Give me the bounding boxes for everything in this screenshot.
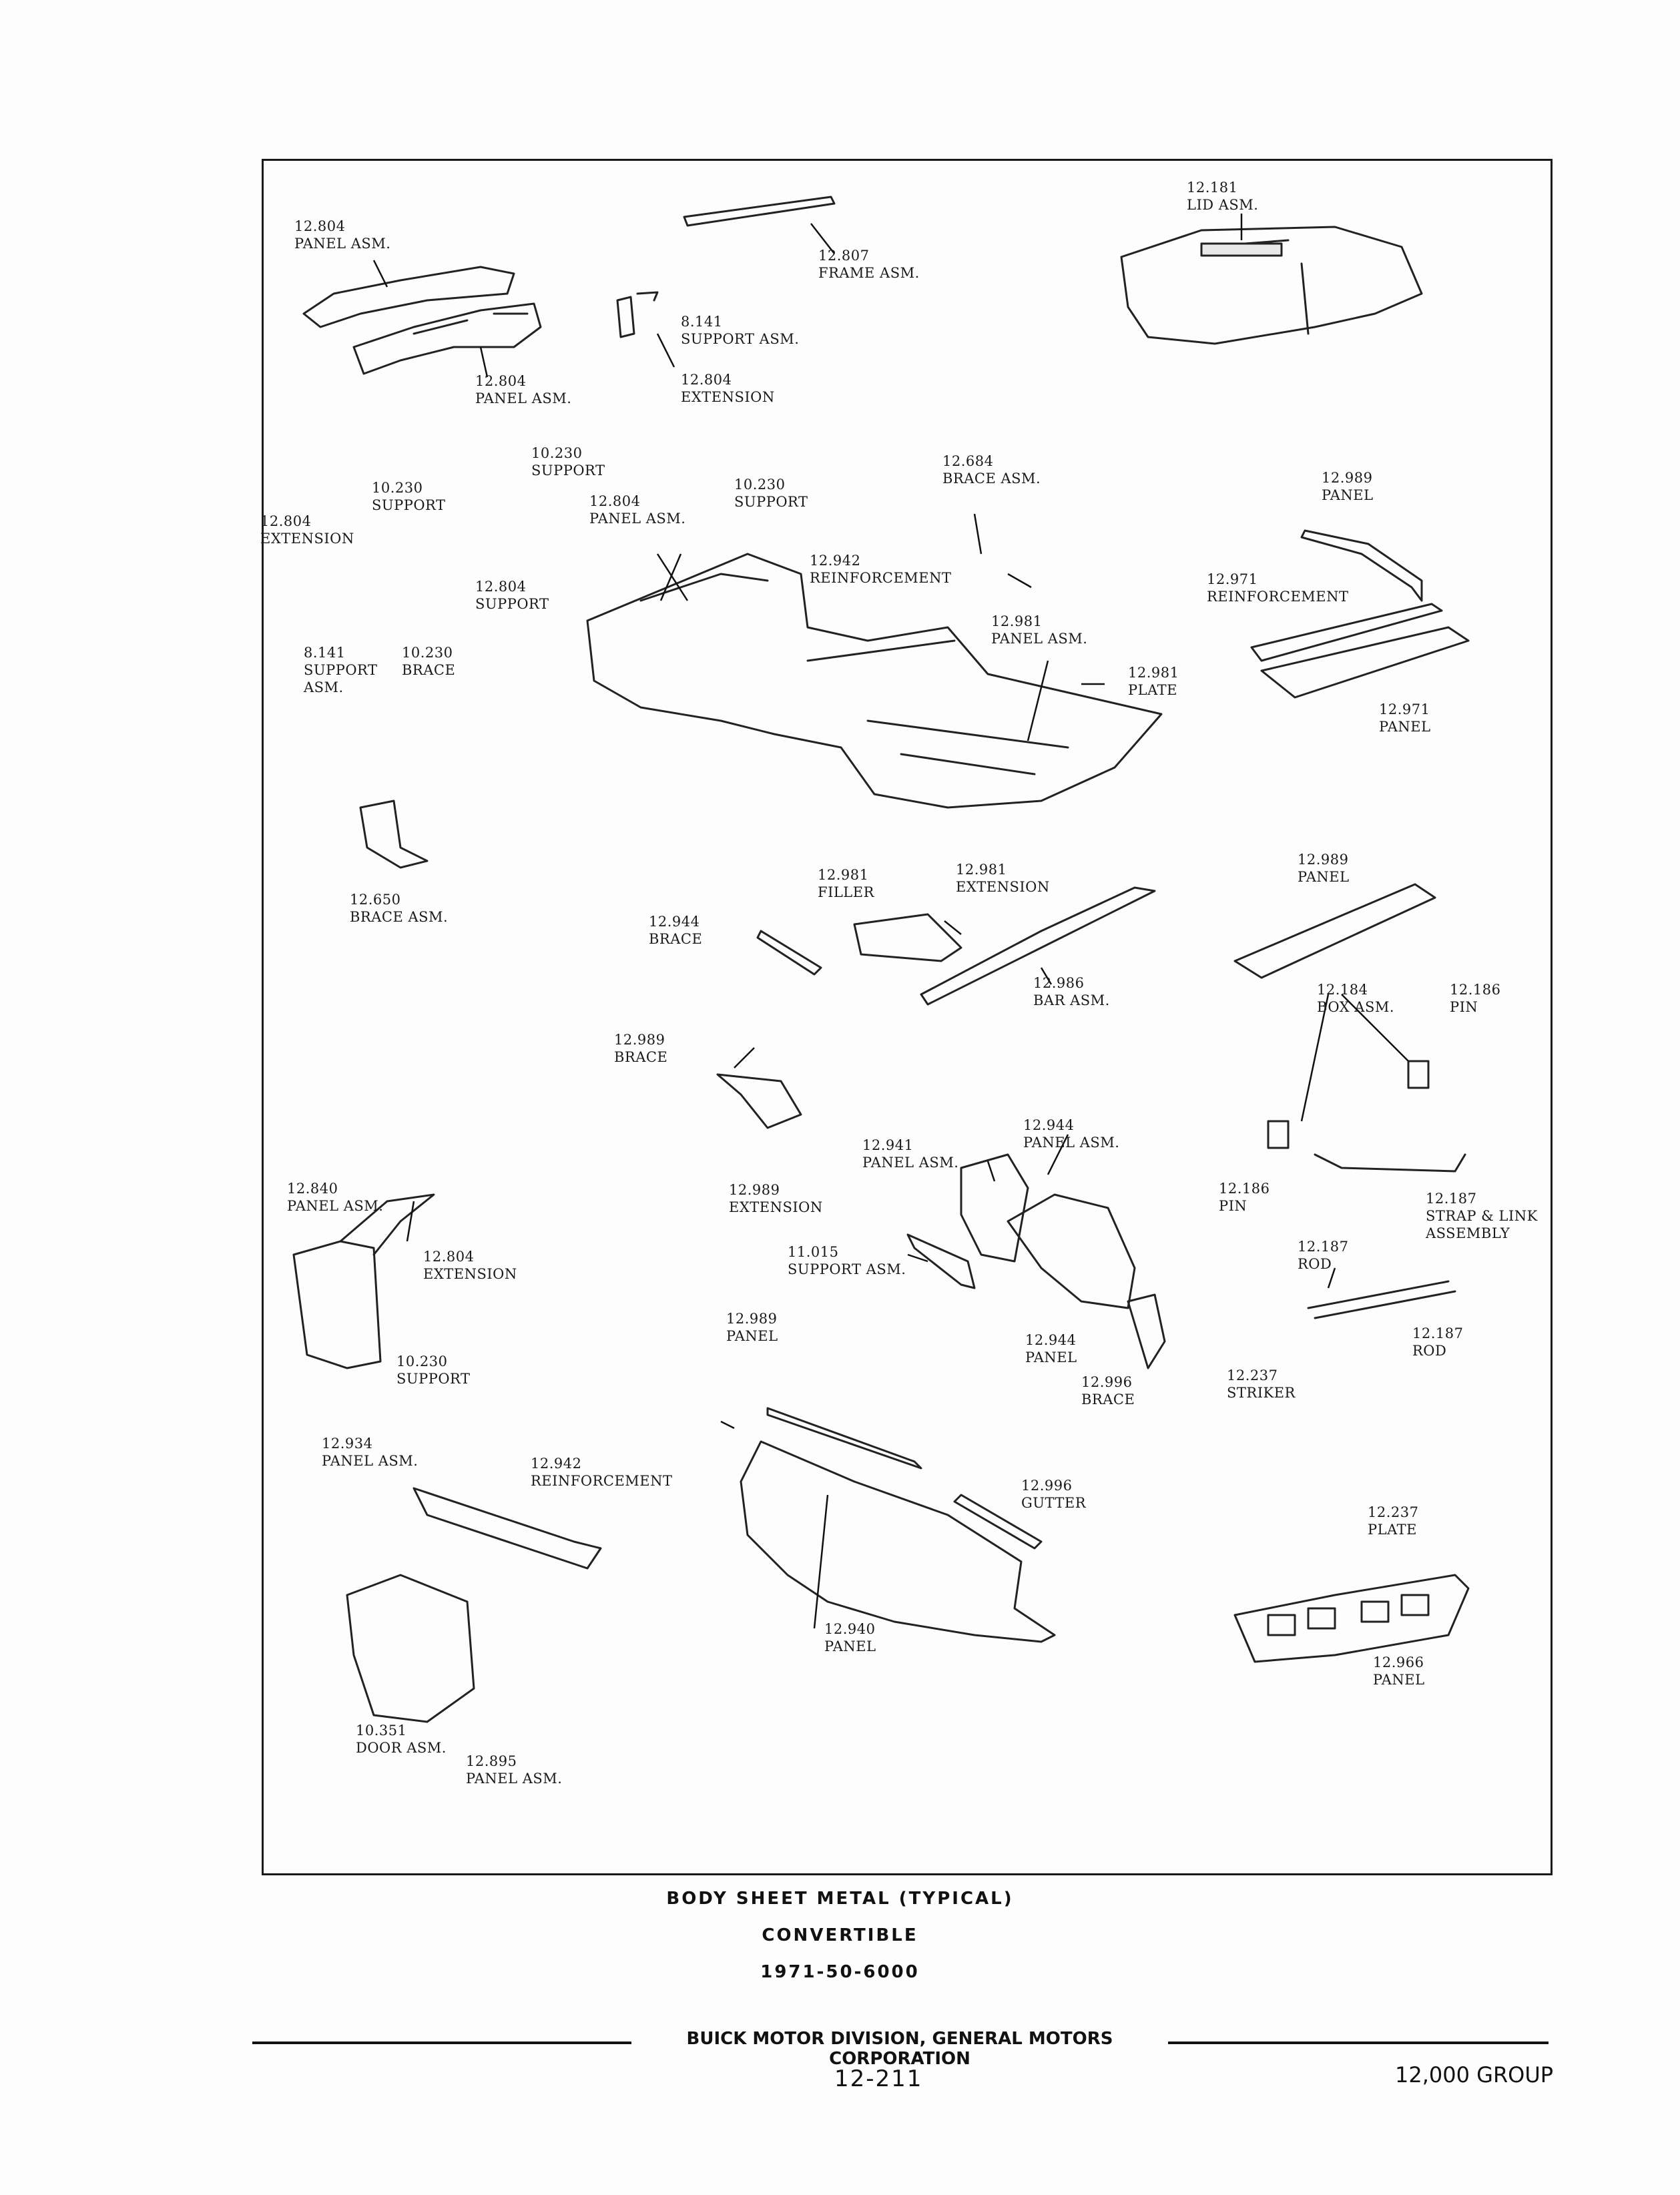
label-12966-panel: 12.966 PANEL <box>1373 1654 1425 1688</box>
part-right-panels <box>1233 529 1470 979</box>
part-rear-panel <box>1233 1574 1470 1663</box>
label-10230-support-b: 10.230 SUPPORT <box>372 480 446 513</box>
label-11015-support-asm: 11.015 SUPPORT ASM. <box>788 1244 906 1277</box>
label-12804-panel-asm-a: 12.804 PANEL ASM. <box>294 218 391 252</box>
part-quarter-panel <box>740 1407 1056 1643</box>
label-12986-bar-asm: 12.986 BAR ASM. <box>1033 975 1110 1008</box>
label-12684-brace-asm: 12.684 BRACE ASM. <box>942 453 1041 487</box>
label-12181-lid-asm: 12.181 LID ASM. <box>1187 180 1259 213</box>
label-8141-support-asm-left: 8.141 SUPPORT ASM. <box>304 645 378 695</box>
caption-title: BODY SHEET METAL (TYPICAL) <box>666 1889 1014 1909</box>
label-12989-panel-b: 12.989 PANEL <box>1298 852 1350 885</box>
leader-lines <box>372 214 1409 1629</box>
label-10230-support-d: 10.230 SUPPORT <box>396 1353 471 1387</box>
caption-subtitle: CONVERTIBLE <box>762 1925 918 1945</box>
part-frame-asm <box>683 196 836 227</box>
label-12895-panel-asm: 12.895 PANEL ASM. <box>466 1753 563 1787</box>
part-lid-asm <box>1120 226 1423 345</box>
label-12934-panel-asm: 12.934 PANEL ASM. <box>322 1436 418 1469</box>
part-filler-bar <box>756 886 1156 1006</box>
label-12184-box-asm: 12.184 BOX ASM. <box>1317 982 1395 1015</box>
label-12942-reinforcement-b: 12.942 REINFORCEMENT <box>531 1456 673 1489</box>
footer-group: 12,000 GROUP <box>1395 2062 1554 2088</box>
footer-rule-right <box>1168 2042 1549 2044</box>
part-wheelhouse <box>716 1073 1166 1369</box>
label-12804-panel-asm-c: 12.804 PANEL ASM. <box>589 493 686 527</box>
label-12996-brace: 12.996 BRACE <box>1081 1374 1135 1407</box>
label-12650-brace-asm: 12.650 BRACE ASM. <box>350 892 449 925</box>
part-floor-panel-asm <box>586 553 1163 809</box>
label-12971-reinforcement: 12.971 REINFORCEMENT <box>1207 571 1349 605</box>
label-12187-rod-b: 12.187 ROD <box>1412 1325 1464 1359</box>
label-10230-support-c: 10.230 SUPPORT <box>734 477 808 510</box>
part-box-strap <box>1267 1060 1466 1319</box>
label-12971-panel: 12.971 PANEL <box>1379 701 1431 735</box>
label-10351-door-asm: 10.351 DOOR ASM. <box>356 1722 447 1756</box>
label-12981-filler: 12.981 FILLER <box>818 867 874 900</box>
label-12187-strap-link: 12.187 STRAP & LINK ASSEMBLY <box>1426 1191 1538 1241</box>
part-support-asm-small <box>616 291 659 338</box>
label-12942-reinforcement-a: 12.942 REINFORCEMENT <box>810 553 952 586</box>
label-12840-panel-asm: 12.840 PANEL ASM. <box>287 1181 384 1214</box>
label-12804-extension-left: 12.804 EXTENSION <box>260 513 354 547</box>
label-12804-extension-top: 12.804 EXTENSION <box>681 372 775 405</box>
part-left-side <box>292 1193 435 1369</box>
label-12981-extension: 12.981 EXTENSION <box>956 862 1050 895</box>
label-12807-frame-asm: 12.807 FRAME ASM. <box>818 248 920 281</box>
part-brace-asm-12650 <box>359 800 429 869</box>
label-12944-panel-asm: 12.944 PANEL ASM. <box>1023 1117 1120 1151</box>
label-8141-support-asm: 8.141 SUPPORT ASM. <box>681 314 800 347</box>
label-12989-extension: 12.989 EXTENSION <box>729 1182 823 1215</box>
label-12186-pin-b: 12.186 PIN <box>1219 1181 1270 1214</box>
caption-number: 1971-50-6000 <box>760 1962 920 1982</box>
footer-rule-left <box>252 2042 631 2044</box>
part-panel-asm-upper <box>302 266 542 375</box>
label-12981-panel-asm: 12.981 PANEL ASM. <box>991 613 1088 647</box>
label-12989-panel-a: 12.989 PANEL <box>1322 470 1374 503</box>
label-10230-support-a: 10.230 SUPPORT <box>531 445 605 479</box>
label-12804-extension-b: 12.804 EXTENSION <box>423 1249 517 1282</box>
label-10230-brace: 10.230 BRACE <box>402 645 456 678</box>
label-12941-panel-asm: 12.941 PANEL ASM. <box>862 1137 959 1171</box>
label-12989-panel-c: 12.989 PANEL <box>726 1311 778 1344</box>
label-12989-brace: 12.989 BRACE <box>614 1032 668 1065</box>
footer-page-number: 12-211 <box>834 2066 923 2092</box>
label-12187-rod-a: 12.187 ROD <box>1298 1239 1349 1272</box>
label-12186-pin-a: 12.186 PIN <box>1450 982 1501 1015</box>
label-12237-striker: 12.237 STRIKER <box>1227 1367 1296 1401</box>
label-12940-panel: 12.940 PANEL <box>824 1621 876 1654</box>
label-12944-panel: 12.944 PANEL <box>1025 1332 1077 1365</box>
label-12804-support: 12.804 SUPPORT <box>475 579 549 612</box>
label-12237-plate: 12.237 PLATE <box>1368 1504 1419 1538</box>
footer-company: BUICK MOTOR DIVISION, GENERAL MOTORS COR… <box>686 2029 1113 2069</box>
label-12981-plate: 12.981 PLATE <box>1128 665 1179 698</box>
part-door-rocker <box>346 1487 602 1723</box>
label-12996-gutter: 12.996 GUTTER <box>1021 1478 1087 1511</box>
label-12804-panel-asm-b: 12.804 PANEL ASM. <box>475 373 572 406</box>
diagram-frame <box>262 159 1553 1875</box>
label-12944-brace: 12.944 BRACE <box>649 914 703 947</box>
